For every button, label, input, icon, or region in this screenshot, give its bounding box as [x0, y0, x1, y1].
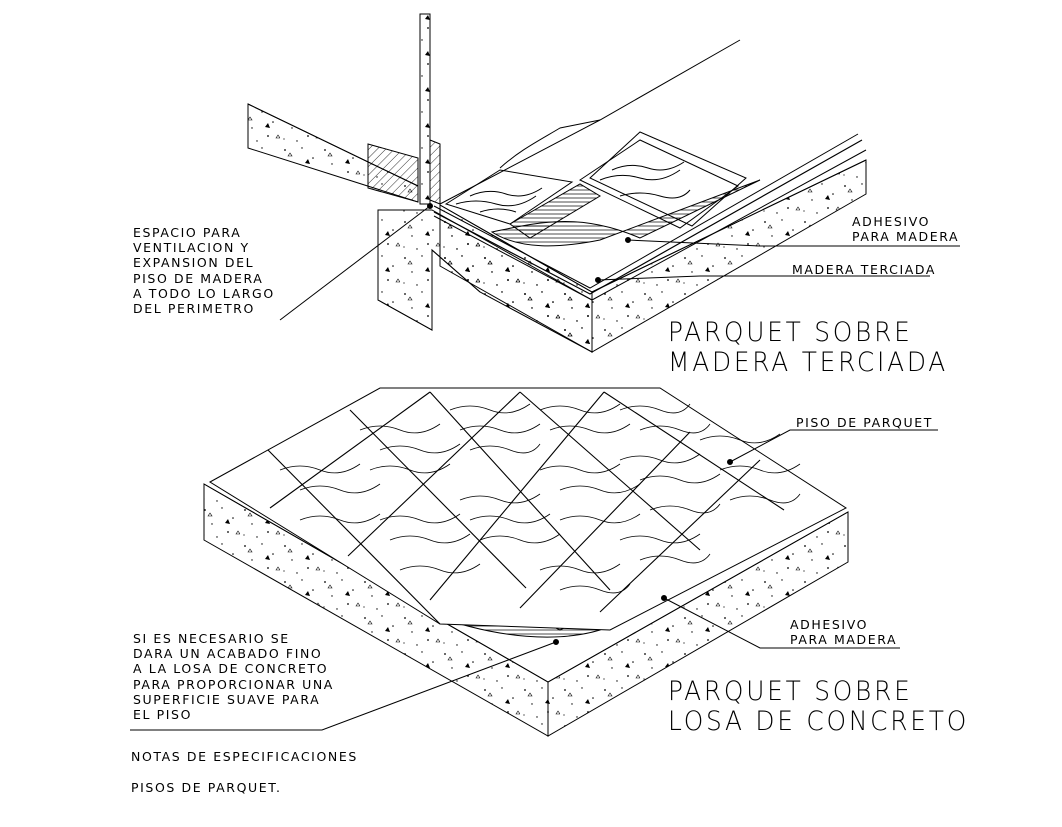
leader-lines	[130, 203, 960, 731]
leader-espacio	[279, 205, 431, 321]
bottom-diagram	[203, 387, 849, 737]
leader-losa	[130, 641, 557, 731]
wall-stud	[419, 13, 431, 205]
parquet-grid	[267, 391, 785, 625]
label-madera-terciada: MADERA TERCIADA	[792, 262, 937, 277]
title-bottom: PARQUET SOBRE LOSA DE CONCRETO	[668, 676, 970, 737]
top-parquet-tiles	[444, 131, 747, 239]
title-top: PARQUET SOBRE MADERA TERCIADA	[668, 317, 949, 378]
top-diagram	[247, 13, 867, 353]
leader-piso	[729, 429, 938, 463]
leader-madera	[597, 275, 930, 281]
label-losa-note: SI ES NECESARIO SE DARA UN ACABADO FINO …	[133, 631, 334, 723]
label-adhesivo-bottom: ADHESIVO PARA MADERA	[790, 617, 898, 648]
notes-subheading: PISOS DE PARQUET.	[131, 780, 282, 795]
label-piso-parquet: PISO DE PARQUET	[796, 415, 933, 430]
leader-adhesivo-top	[627, 239, 960, 247]
label-espacio: ESPACIO PARA VENTILACION Y EXPANSION DEL…	[133, 225, 275, 317]
label-adhesivo-top: ADHESIVO PARA MADERA	[852, 214, 960, 245]
notes-heading: NOTAS DE ESPECIFICACIONES	[131, 749, 358, 764]
leader-adhesivo-bottom	[663, 597, 900, 649]
wood-grain	[279, 403, 801, 594]
